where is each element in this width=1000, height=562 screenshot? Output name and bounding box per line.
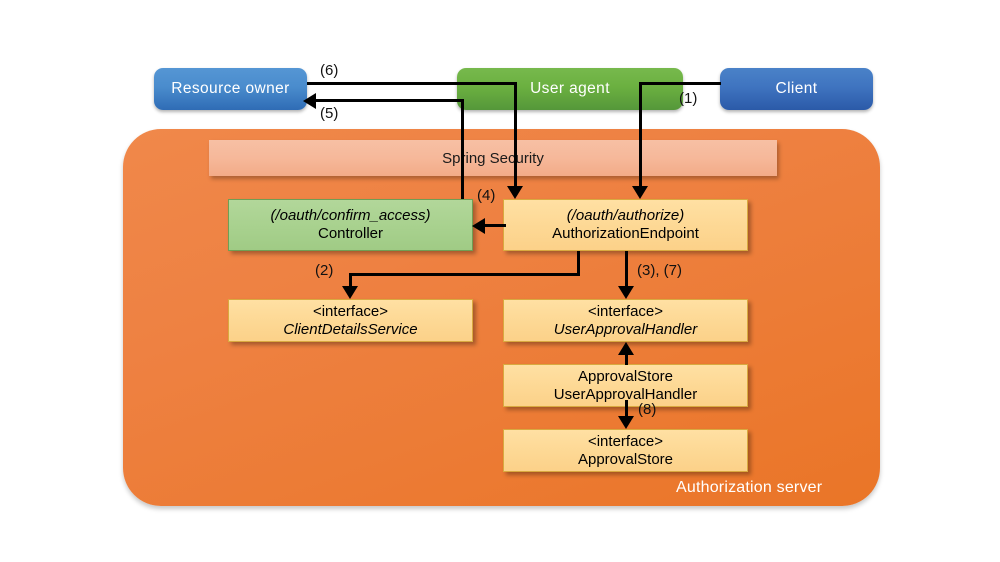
- step-label-2: (2): [315, 262, 334, 279]
- approval-store-handler-line1: ApprovalStore: [577, 367, 674, 385]
- connector-user-agent-to-endpoint-horizontal: [307, 82, 517, 85]
- connector-4-arrowhead: [472, 218, 485, 234]
- connector-1-horizontal: [639, 82, 721, 85]
- authorization-server-label: Authorization server: [676, 479, 823, 496]
- connector-2-arrowhead: [342, 286, 358, 299]
- actor-user-agent: User agent: [457, 68, 683, 110]
- connector-1-vertical: [639, 82, 642, 187]
- step-label-8: (8): [638, 401, 657, 418]
- client-details-service-name: ClientDetailsService: [283, 320, 418, 338]
- approval-store-handler-line2: UserApprovalHandler: [553, 385, 698, 403]
- connector-1-arrowhead: [632, 186, 648, 199]
- connector-5-arrowhead: [303, 93, 316, 109]
- actor-user-agent-label: User agent: [530, 79, 610, 97]
- actor-client: Client: [720, 68, 873, 110]
- actor-client-label: Client: [775, 79, 818, 97]
- spring-security-banner: Spring Security: [209, 140, 777, 176]
- approval-store-stereotype: <interface>: [587, 432, 664, 450]
- step-label-3-7: (3), (7): [637, 262, 682, 279]
- actor-resource-owner: Resource owner: [154, 68, 307, 110]
- connector-8-vertical: [625, 400, 628, 418]
- connector-4-horizontal: [484, 224, 506, 227]
- component-approval-store-user-approval-handler: ApprovalStore UserApprovalHandler: [503, 364, 748, 407]
- connector-8-arrowhead: [618, 416, 634, 429]
- authorization-endpoint-path-label: (/oauth/authorize): [566, 207, 685, 225]
- user-approval-handler-name: UserApprovalHandler: [553, 320, 698, 338]
- step-label-6: (6): [320, 62, 339, 79]
- component-user-approval-handler-interface: <interface> UserApprovalHandler: [503, 299, 748, 342]
- spring-security-label: Spring Security: [442, 149, 544, 167]
- connector-5-vertical: [461, 99, 464, 199]
- connector-2-horizontal: [349, 273, 580, 276]
- connector-realization-arrowhead: [618, 342, 634, 355]
- step-label-5: (5): [320, 105, 339, 122]
- component-confirm-access-controller: (/oauth/confirm_access) Controller: [228, 199, 473, 251]
- user-approval-handler-stereotype: <interface>: [587, 302, 664, 320]
- controller-path-label: (/oauth/confirm_access): [270, 207, 431, 225]
- connector-6-arrowhead: [507, 186, 523, 199]
- approval-store-name: ApprovalStore: [577, 450, 674, 468]
- component-approval-store-interface: <interface> ApprovalStore: [503, 429, 748, 472]
- controller-name-label: Controller: [317, 225, 384, 242]
- authorization-endpoint-name-label: AuthorizationEndpoint: [552, 225, 699, 242]
- client-details-service-stereotype: <interface>: [312, 302, 389, 320]
- component-authorization-endpoint: (/oauth/authorize) AuthorizationEndpoint: [503, 199, 748, 251]
- connector-2-vertical-from-endpoint: [577, 251, 580, 276]
- step-label-4: (4): [477, 187, 496, 204]
- connector-realization-vertical: [625, 355, 628, 365]
- step-label-1: (1): [679, 90, 698, 107]
- connector-3-7-arrowhead: [618, 286, 634, 299]
- actor-resource-owner-label: Resource owner: [171, 79, 290, 97]
- connector-2-vertical-to-service: [349, 273, 352, 287]
- connector-3-7-vertical: [625, 251, 628, 287]
- connector-user-agent-to-endpoint-vertical: [514, 82, 517, 187]
- component-client-details-service: <interface> ClientDetailsService: [228, 299, 473, 342]
- connector-5-horizontal: [314, 99, 464, 102]
